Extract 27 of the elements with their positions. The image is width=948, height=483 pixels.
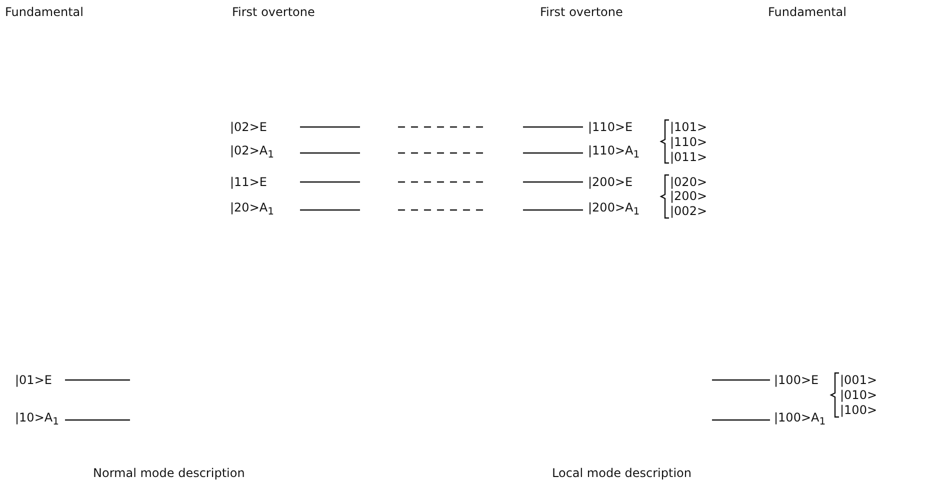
level-label: |01>E — [15, 373, 52, 387]
basis-state-label: |101> — [670, 120, 708, 134]
column-heading: First overtone — [232, 5, 315, 19]
basis-state-label: |010> — [840, 388, 878, 402]
axis-caption: Normal mode description — [93, 466, 245, 480]
level-label: |110>A$_{1}$ — [588, 143, 640, 163]
column-heading: Fundamental — [768, 5, 846, 19]
column-heading: Fundamental — [5, 5, 84, 19]
basis-state-label: |020> — [670, 175, 708, 189]
basis-state-label: |200> — [670, 189, 708, 203]
level-label: |100>A$_{1}$ — [774, 410, 826, 430]
level-label: |20>A$_{1}$ — [230, 200, 274, 220]
level-label: |02>A$_{1}$ — [230, 143, 274, 163]
basis-state-label: |002> — [670, 204, 708, 218]
basis-state-label: |001> — [840, 373, 878, 387]
level-label: |110>E — [588, 120, 633, 134]
level-label: |02>E — [230, 120, 267, 134]
level-label: |10>A$_{1}$ — [15, 410, 59, 430]
level-label: |200>E — [588, 175, 633, 189]
basis-state-label: |100> — [840, 403, 878, 417]
level-label: |100>E — [774, 373, 819, 387]
column-heading: First overtone — [540, 5, 623, 19]
axis-caption: Local mode description — [552, 466, 692, 480]
basis-state-label: |110> — [670, 135, 708, 149]
level-label: |11>E — [230, 175, 267, 189]
basis-state-label: |011> — [670, 150, 708, 164]
level-label: |200>A$_{1}$ — [588, 200, 640, 220]
